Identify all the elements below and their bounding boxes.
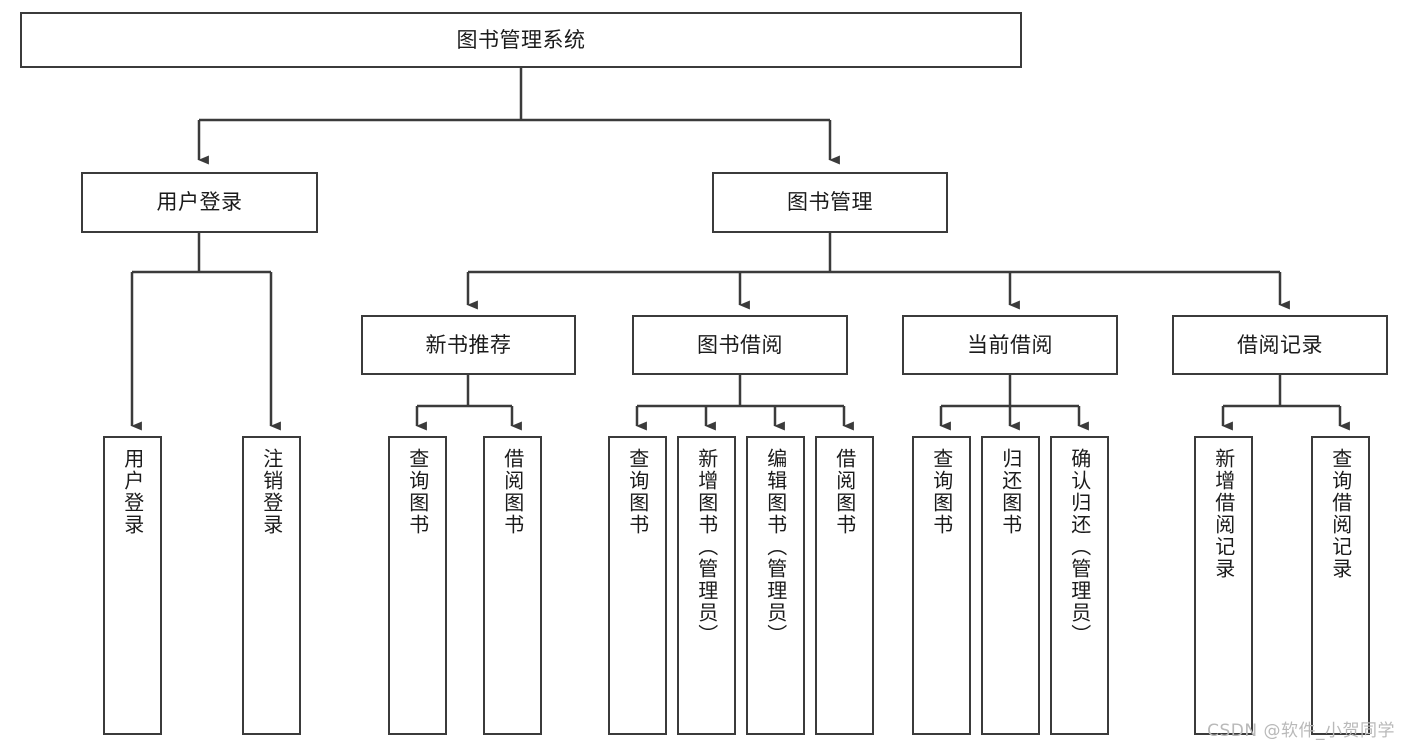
node-leaf-query-book-2-label: 查询图书	[625, 448, 650, 536]
node-new-book-recommend[interactable]: 新书推荐	[361, 315, 576, 375]
node-book-manage-label: 图书管理	[787, 190, 873, 215]
node-leaf-borrow-book-1-label: 借阅图书	[500, 448, 525, 536]
node-leaf-query-record[interactable]: 查询借阅记录	[1311, 436, 1370, 735]
node-leaf-query-book-2[interactable]: 查询图书	[608, 436, 667, 735]
node-leaf-borrow-book-2-label: 借阅图书	[832, 448, 857, 536]
node-leaf-add-record[interactable]: 新增借阅记录	[1194, 436, 1253, 735]
node-leaf-query-book-3[interactable]: 查询图书	[912, 436, 971, 735]
node-leaf-user-login[interactable]: 用户登录	[103, 436, 162, 735]
node-leaf-user-login-label: 用户登录	[120, 448, 145, 536]
node-leaf-edit-book-label: 编辑图书（管理员）	[763, 448, 788, 646]
node-user-login-label: 用户登录	[156, 190, 243, 215]
node-book-borrow-label: 图书借阅	[697, 332, 783, 357]
node-leaf-confirm-return[interactable]: 确认归还（管理员）	[1050, 436, 1109, 735]
node-leaf-query-record-label: 查询借阅记录	[1328, 448, 1353, 580]
node-leaf-confirm-return-label: 确认归还（管理员）	[1067, 448, 1092, 646]
node-borrow-record-label: 借阅记录	[1237, 332, 1323, 357]
node-borrow-record[interactable]: 借阅记录	[1172, 315, 1388, 375]
node-leaf-borrow-book-1[interactable]: 借阅图书	[483, 436, 542, 735]
node-leaf-query-book-1[interactable]: 查询图书	[388, 436, 447, 735]
node-new-book-recommend-label: 新书推荐	[425, 332, 512, 357]
node-leaf-add-book[interactable]: 新增图书（管理员）	[677, 436, 736, 735]
node-root-label: 图书管理系统	[456, 27, 586, 52]
node-leaf-user-logout-label: 注销登录	[259, 448, 284, 536]
node-leaf-borrow-book-2[interactable]: 借阅图书	[815, 436, 874, 735]
node-current-borrow[interactable]: 当前借阅	[902, 315, 1118, 375]
node-leaf-return-book[interactable]: 归还图书	[981, 436, 1040, 735]
node-leaf-add-book-label: 新增图书（管理员）	[694, 448, 719, 646]
node-leaf-query-book-3-label: 查询图书	[929, 448, 954, 536]
node-leaf-user-logout[interactable]: 注销登录	[242, 436, 301, 735]
node-leaf-add-record-label: 新增借阅记录	[1211, 448, 1236, 580]
node-leaf-return-book-label: 归还图书	[998, 448, 1023, 536]
node-current-borrow-label: 当前借阅	[967, 332, 1053, 357]
node-book-borrow[interactable]: 图书借阅	[632, 315, 848, 375]
node-leaf-query-book-1-label: 查询图书	[405, 448, 430, 536]
node-user-login[interactable]: 用户登录	[81, 172, 318, 233]
node-leaf-edit-book[interactable]: 编辑图书（管理员）	[746, 436, 805, 735]
node-root[interactable]: 图书管理系统	[20, 12, 1022, 68]
node-book-manage[interactable]: 图书管理	[712, 172, 948, 233]
